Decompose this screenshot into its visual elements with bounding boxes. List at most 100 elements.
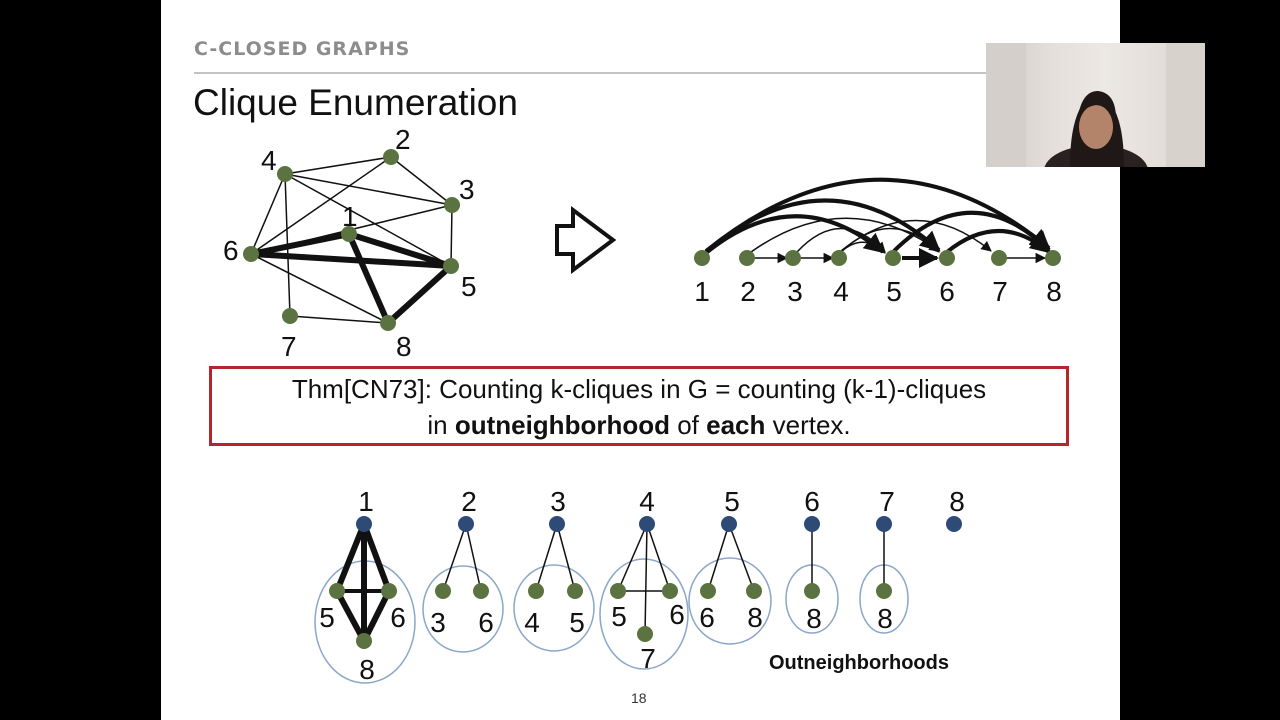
dag-node-6	[939, 250, 955, 266]
root-node-5	[721, 516, 737, 532]
edge-2-6	[250, 156, 392, 255]
edge-6-5	[250, 251, 452, 269]
node-label: 5	[611, 601, 627, 632]
dag-node-7	[991, 250, 1007, 266]
outneighborhood-ellipse-3	[513, 564, 595, 652]
graph-node	[381, 583, 397, 599]
graph-node	[329, 583, 345, 599]
dag-node-1	[694, 250, 710, 266]
graph-node	[637, 626, 653, 642]
root-label-2: 2	[461, 486, 477, 517]
graph-edge	[361, 522, 392, 593]
graph-label-5: 5	[461, 271, 477, 302]
dag-label-4: 4	[833, 276, 849, 307]
edge-5-8	[385, 263, 454, 326]
root-node-6	[804, 516, 820, 532]
outneighborhood-edges	[334, 522, 885, 643]
node-label: 7	[640, 643, 656, 674]
graph-edge	[334, 589, 367, 643]
edge-2-3	[390, 156, 453, 206]
graph-label-2: 2	[395, 124, 411, 155]
graph-edge	[646, 523, 671, 592]
dag-edges	[704, 177, 1051, 268]
edge-4-3	[284, 173, 453, 206]
graph-node-8	[380, 315, 396, 331]
root-label-5: 5	[724, 486, 740, 517]
dag-label-8: 8	[1046, 276, 1062, 307]
dag-labels: 1 2 3 4 5 6 7 8	[694, 276, 1062, 307]
graph-label-6: 6	[223, 235, 239, 266]
dag-node-5	[885, 250, 901, 266]
graph-node	[528, 583, 544, 599]
header-rule	[194, 72, 1120, 74]
graph-edge	[465, 523, 482, 592]
root-node-3	[549, 516, 565, 532]
node-label: 5	[319, 602, 335, 633]
node-label: 8	[806, 603, 822, 634]
dag-edge-1-8	[704, 177, 1051, 253]
graph-node	[662, 583, 678, 599]
edge-1-8	[346, 232, 391, 325]
root-label-7: 7	[879, 486, 895, 517]
graph-node-4	[277, 166, 293, 182]
hollow-right-arrow-icon	[555, 206, 617, 274]
graph-node-5	[443, 258, 459, 274]
graph-edge	[334, 522, 367, 593]
graph-node	[876, 583, 892, 599]
graph-node	[567, 583, 583, 599]
graph-label-3: 3	[459, 174, 475, 205]
edge-6-8	[250, 253, 389, 324]
root-node-4	[639, 516, 655, 532]
root-label-1: 1	[358, 486, 374, 517]
graph-nodes	[243, 149, 460, 331]
graph-node-2	[383, 149, 399, 165]
node-label: 8	[877, 603, 893, 634]
graph-edge	[617, 523, 648, 592]
graph-node-3	[444, 197, 460, 213]
dag-label-5: 5	[886, 276, 902, 307]
graph-node-6	[243, 246, 259, 262]
node-label: 8	[747, 602, 763, 633]
dag-node-2	[739, 250, 755, 266]
theorem-emphasis-each: each	[706, 410, 766, 440]
graph-node	[610, 583, 626, 599]
undirected-graph: 1 2 3 4 5 6 7 8	[223, 124, 1062, 685]
outneighborhood-ellipse	[1079, 105, 1113, 149]
node-label: 3	[430, 607, 446, 638]
page-number: 18	[631, 690, 647, 706]
node-label: 4	[524, 607, 540, 638]
edge-3-5	[450, 204, 453, 267]
slide-title: Clique Enumeration	[193, 82, 518, 123]
graph-edge	[707, 523, 730, 592]
graph-edge	[1078, 91, 1116, 119]
graph-label-1: 1	[342, 201, 358, 232]
presenter-figure	[986, 43, 1205, 167]
edge-1-5	[348, 231, 452, 269]
outneighborhood-ellipse-5	[688, 557, 772, 645]
outneighborhood-ellipse-4	[599, 558, 689, 670]
node-label: 6	[669, 599, 685, 630]
graph-node-7	[282, 308, 298, 324]
root-node-7	[876, 516, 892, 532]
graph-node	[746, 583, 762, 599]
root-node-8	[946, 516, 962, 532]
node-label: 6	[478, 607, 494, 638]
graph-node	[356, 633, 372, 649]
theorem-box: Thm[CN73]: Counting k-cliques in G = cou…	[209, 366, 1069, 446]
outneighborhood-member-nodes	[329, 583, 892, 649]
graph-edge	[556, 523, 576, 592]
graph-edge	[442, 523, 467, 592]
edge-4-5	[284, 173, 452, 267]
node-label: 6	[699, 602, 715, 633]
dag-label-6: 6	[939, 276, 955, 307]
graph-edge	[535, 523, 558, 592]
graph-edge	[644, 523, 648, 635]
section-header: C-CLOSED GRAPHS	[194, 38, 411, 60]
outneighborhood-root-labels: 1 2 3 4 5 6 7 8	[358, 486, 965, 517]
node-label: 6	[390, 602, 406, 633]
graph-node-1	[341, 226, 357, 242]
graph-node	[435, 583, 451, 599]
edge-4-2	[284, 156, 392, 175]
dag-node-3	[785, 250, 801, 266]
dag-edge-2-6	[750, 217, 940, 253]
